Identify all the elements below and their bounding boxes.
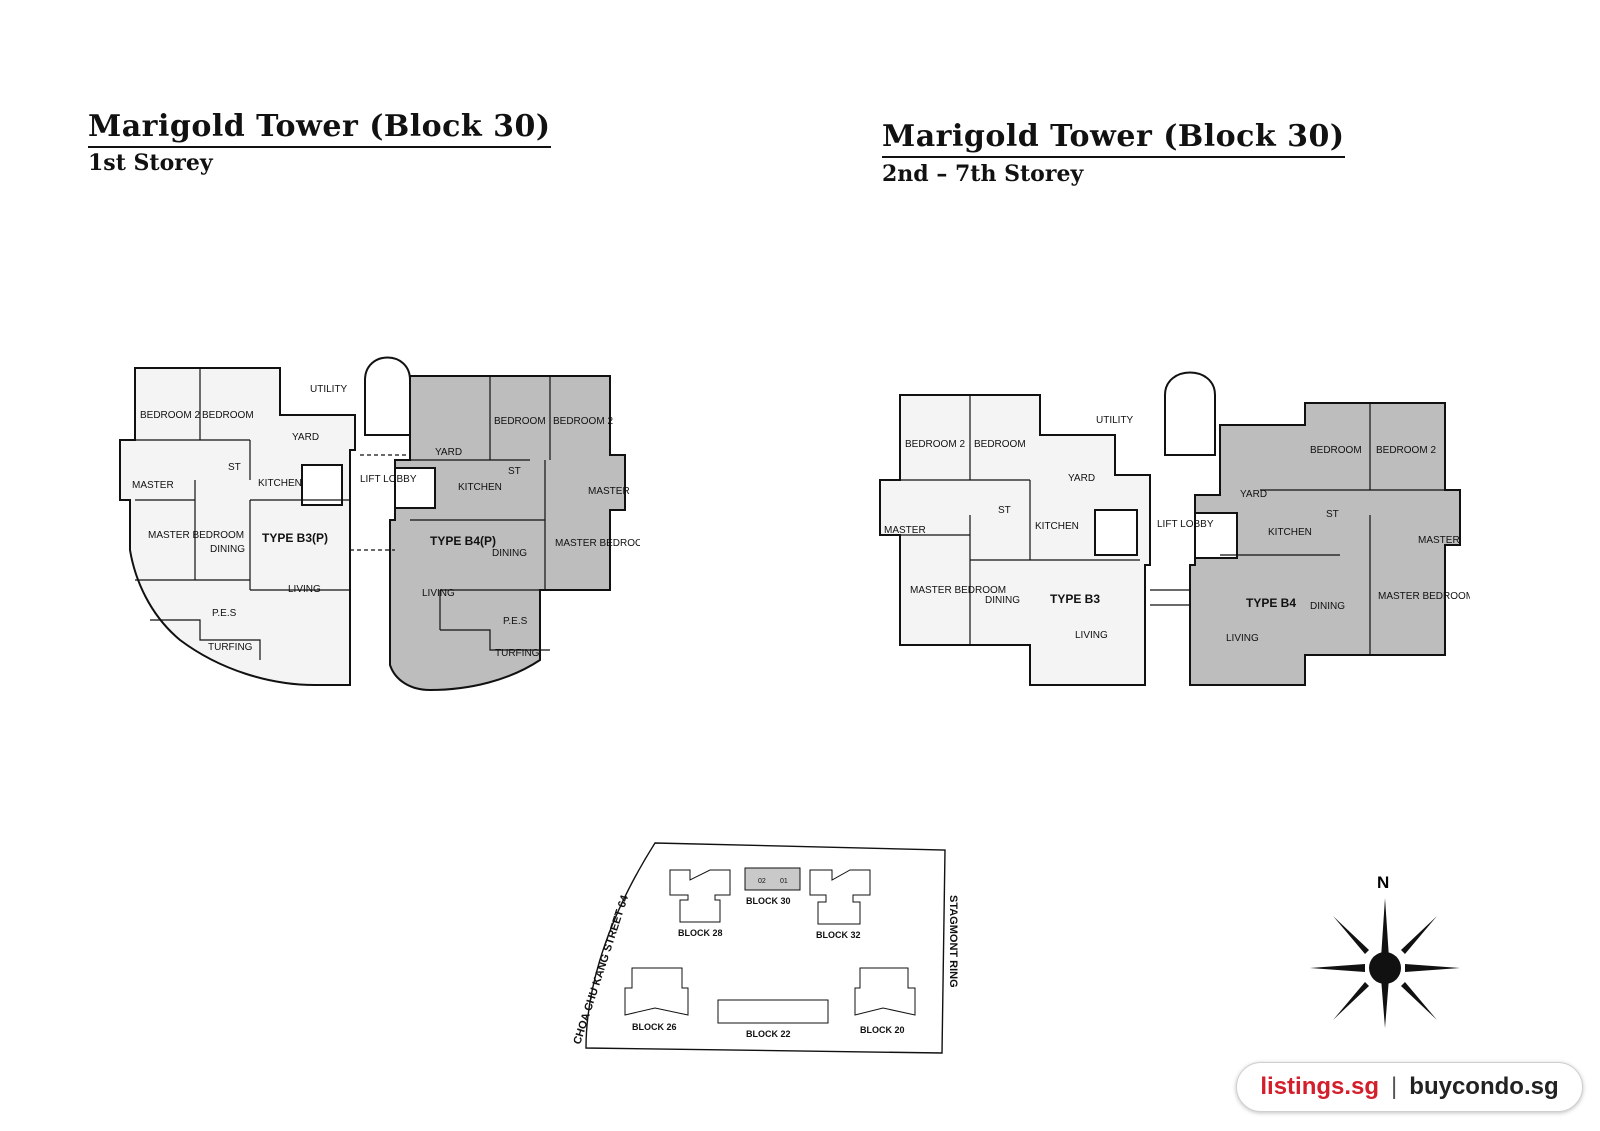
street-stagmont-ring: STAGMONT RING [947,895,959,988]
right-label-kitchen-b: KITCHEN [1268,527,1312,538]
block-30-outline [744,867,801,891]
right-label-st-b: ST [1326,509,1339,520]
left-label-bedroom-b: BEDROOM [494,416,546,427]
label-block-20: BLOCK 20 [860,1025,905,1035]
left-label-living-b: LIVING [422,588,455,599]
left-label-dining-b: DINING [492,548,527,559]
unit-01: 01 [780,878,788,885]
label-block-32: BLOCK 32 [816,930,861,940]
left-label-master: MASTER [132,480,174,491]
right-label-living-b: LIVING [1226,633,1259,644]
label-block-22: BLOCK 22 [746,1029,791,1039]
left-label-bedroom2-b: BEDROOM 2 [553,416,613,427]
left-label-dining: DINING [210,544,245,555]
left-floor-plan: BEDROOM 2 BEDROOM UTILITY YARD ST KITCHE… [119,356,640,692]
left-label-yard: YARD [292,432,319,443]
left-label-kitchen-b: KITCHEN [458,482,502,493]
left-plan-subtitle: 1st Storey [88,150,213,176]
right-unit-outline [389,375,626,692]
left-label-master-bedroom: MASTER BEDROOM [148,530,244,541]
block-20-outline [854,967,916,1016]
right-label-bedroom: BEDROOM [974,439,1026,450]
right-label-bedroom-b: BEDROOM [1310,445,1362,456]
label-block-28: BLOCK 28 [678,928,723,938]
unit-02: 02 [758,878,766,885]
label-block-26: BLOCK 26 [632,1022,677,1032]
right-label-utility: UTILITY [1096,415,1134,426]
right-label-bedroom2: BEDROOM 2 [905,439,965,450]
right-lift-left [1094,509,1138,556]
right-label-dining: DINING [985,595,1020,606]
compass-point-se [1401,982,1437,1020]
left-label-turfing-b: TURFING [495,648,540,659]
watermark-listings: listings.sg [1260,1073,1380,1100]
right-label-st: ST [998,505,1011,516]
north-label: N [1377,873,1389,892]
right-label-bedroom2-b: BEDROOM 2 [1376,445,1436,456]
left-label-st: ST [228,462,241,473]
left-label-st-b: ST [508,466,521,477]
left-label-master-bedroom-b: MASTER BEDROOM [555,538,640,549]
label-block-30: BLOCK 30 [746,896,791,906]
site-plan: 02 01 BLOCK 30 BLOCK 28 BLOCK 32 BLOCK 2… [571,842,959,1054]
compass-rose: N [1310,873,1460,1028]
right-label-lift-lobby: LIFT LOBBY [1157,519,1214,530]
right-label-type-b4: TYPE B4 [1246,596,1296,610]
right-floor-plan: BEDROOM 2 BEDROOM UTILITY YARD ST KITCHE… [879,371,1470,686]
left-label-yard-b: YARD [435,447,462,458]
right-plan-title: Marigold Tower (Block 30) [882,120,1345,158]
left-unit-outline [119,367,356,686]
lift-right [394,467,436,509]
left-label-pes-b: P.E.S [503,616,528,627]
right-plan-left-unit [879,394,1151,686]
core-stair [364,356,411,436]
right-plan-right-unit [1189,402,1461,686]
left-plan-title: Marigold Tower (Block 30) [88,110,551,148]
right-label-dining-b: DINING [1310,601,1345,612]
right-label-master-bedroom-b: MASTER BEDROOM [1378,591,1470,602]
lift-left [301,464,343,506]
compass-point-e [1405,964,1460,972]
right-label-living: LIVING [1075,630,1108,641]
left-label-bedroom2: BEDROOM 2 [140,410,200,421]
left-label-turfing: TURFING [208,642,253,653]
right-label-yard-b: YARD [1240,489,1267,500]
compass-center [1369,952,1401,984]
left-label-utility: UTILITY [310,384,348,395]
left-label-lift-lobby: LIFT LOBBY [360,474,417,485]
compass-point-nw [1333,916,1369,954]
compass-point-s [1381,978,1389,1028]
right-label-kitchen: KITCHEN [1035,521,1079,532]
compass-point-ne [1401,916,1437,954]
compass-point-w [1310,964,1365,972]
left-label-master-b: MASTER [588,486,630,497]
watermark-badge: listings.sg | buycondo.sg [1236,1062,1583,1112]
right-core-stair [1164,371,1216,456]
right-label-master: MASTER [884,525,926,536]
left-label-bedroom: BEDROOM [202,410,254,421]
compass-point-n [1381,898,1389,958]
block-26-outline [624,967,689,1016]
right-lift-right [1194,512,1238,559]
right-plan-subtitle: 2nd – 7th Storey [882,161,1084,187]
left-label-pes: P.E.S [212,608,237,619]
right-label-master-bedroom: MASTER BEDROOM [910,585,1006,596]
left-label-living: LIVING [288,584,321,595]
compass-point-sw [1333,982,1369,1020]
block-28-outline [669,869,731,923]
left-label-type-b4: TYPE B4(P) [430,534,496,548]
left-label-type: TYPE B3(P) [262,531,328,545]
watermark-separator: | [1391,1073,1398,1100]
right-label-yard: YARD [1068,473,1095,484]
right-label-master-b: MASTER [1418,535,1460,546]
right-label-type: TYPE B3 [1050,592,1100,606]
block-22-outline [717,999,829,1024]
block-32-outline [809,869,871,925]
watermark-buycondo: buycondo.sg [1409,1073,1559,1100]
left-label-kitchen: KITCHEN [258,478,302,489]
